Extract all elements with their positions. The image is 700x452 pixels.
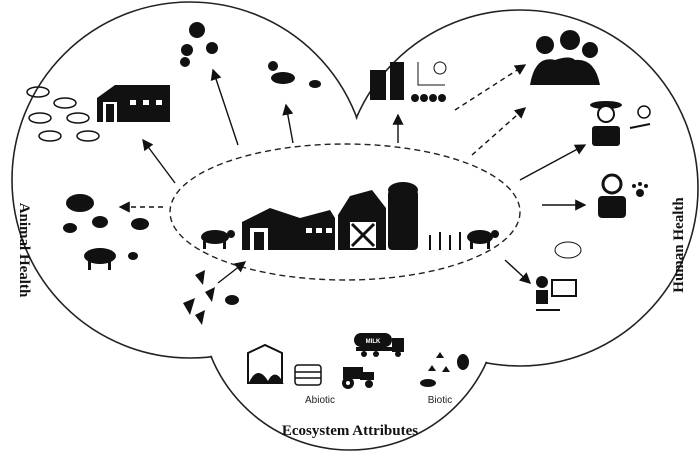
- tractor-icon: [342, 367, 374, 389]
- veterinarian-icon: [598, 173, 648, 218]
- farm-ellipse: [169, 143, 521, 281]
- crops-icon: [429, 232, 461, 250]
- milk-truck-label: MILK: [366, 339, 381, 345]
- cattle-herd-icon: [26, 86, 100, 142]
- dairy-products-icon: [370, 61, 447, 102]
- biotic-organisms-icon: [420, 352, 469, 387]
- ecosystem-attributes-label: Ecosystem Attributes: [282, 423, 418, 439]
- community-icon: [530, 30, 600, 85]
- cow-icon: [201, 230, 499, 249]
- farmer-income-icon: [590, 101, 651, 146]
- livestock-icon: [63, 194, 149, 270]
- farm-icon: [242, 182, 418, 250]
- human-health-label: Human Health: [671, 197, 687, 293]
- barn-icon: [97, 85, 170, 122]
- hay-bale-icon: [294, 364, 322, 386]
- poultry-icon: [180, 22, 218, 67]
- animal-health-label: Animal Health: [16, 203, 32, 298]
- cat-icon: [268, 61, 321, 88]
- milk-truck-icon: MILK: [354, 333, 404, 357]
- arrows: [118, 64, 587, 284]
- wild-birds-icon: [183, 270, 239, 325]
- researcher-icon: [536, 241, 582, 311]
- storage-shed-icon: [247, 343, 284, 384]
- abiotic-label: Abiotic: [305, 395, 335, 406]
- biotic-label: Biotic: [428, 395, 452, 406]
